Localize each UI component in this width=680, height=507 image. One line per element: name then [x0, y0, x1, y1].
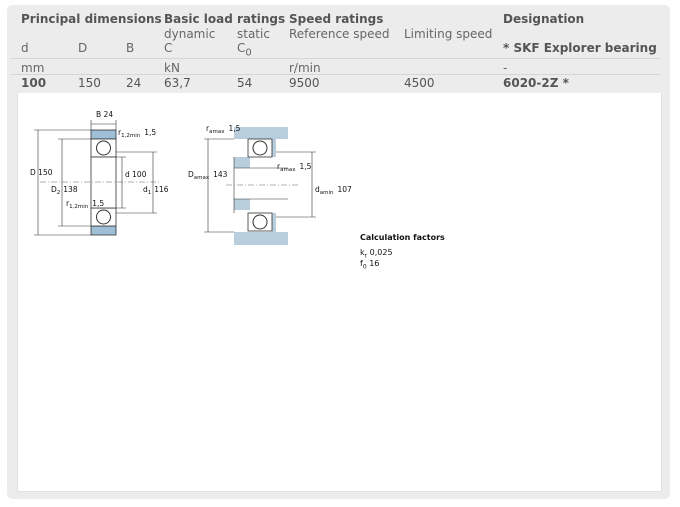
value-C: 63,7 [164, 76, 191, 90]
subheader-dynamic-symbol: C [164, 41, 173, 55]
value-d: 100 [21, 76, 47, 90]
shaft-bottom [234, 199, 250, 210]
subheader-dynamic: dynamic [164, 27, 216, 41]
header-basic-load-ratings: Basic load ratings [164, 12, 286, 26]
unit-dims: mm [21, 61, 45, 75]
bore [90, 156, 117, 209]
calculation-f0: f0 16 [360, 259, 380, 271]
drawing-area [17, 93, 662, 492]
subheader-D: D [78, 41, 88, 55]
value-reference-speed: 9500 [289, 76, 320, 90]
label-D: D 150 [30, 168, 53, 177]
separator-top [10, 58, 660, 59]
calculation-factors-title: Calculation factors [360, 233, 445, 242]
subheader-B: B [126, 41, 135, 55]
unit-load: kN [164, 61, 180, 75]
value-B: 24 [126, 76, 142, 90]
ball-bottom-right [252, 214, 268, 230]
value-designation: 6020-2Z * [503, 76, 569, 90]
abutment-drawing [204, 127, 316, 245]
bearing-cross-section [34, 120, 160, 236]
housing-bottom [234, 213, 288, 245]
header-designation: Designation [503, 12, 585, 26]
subheader-skf-explorer: * SKF Explorer bearing [503, 41, 657, 55]
subheader-reference-speed: Reference speed [289, 27, 390, 41]
outer-ring-top [90, 129, 117, 140]
value-C0: 54 [237, 76, 253, 90]
value-limiting-speed: 4500 [404, 76, 435, 90]
calculation-kr: kr 0,025 [360, 248, 393, 260]
separator-units [10, 74, 660, 75]
unit-designation: - [503, 61, 508, 75]
ball-top-right [252, 140, 268, 156]
subheader-static: static [237, 27, 270, 41]
label-d: d 100 [125, 170, 147, 179]
subheader-static-symbol: C0 [237, 41, 252, 59]
ball-top [96, 140, 111, 156]
unit-speed: r/min [289, 61, 321, 75]
shaft-top [234, 157, 250, 168]
subheader-d: d [21, 41, 29, 55]
housing-top [234, 127, 288, 157]
outer-ring-bottom [90, 225, 117, 236]
header-speed-ratings: Speed ratings [289, 12, 384, 26]
ball-bottom [96, 209, 111, 225]
header-principal-dimensions: Principal dimensions [21, 12, 162, 26]
value-D: 150 [78, 76, 101, 90]
subheader-limiting-speed: Limiting speed [404, 27, 493, 41]
label-B: B 24 [96, 110, 113, 119]
